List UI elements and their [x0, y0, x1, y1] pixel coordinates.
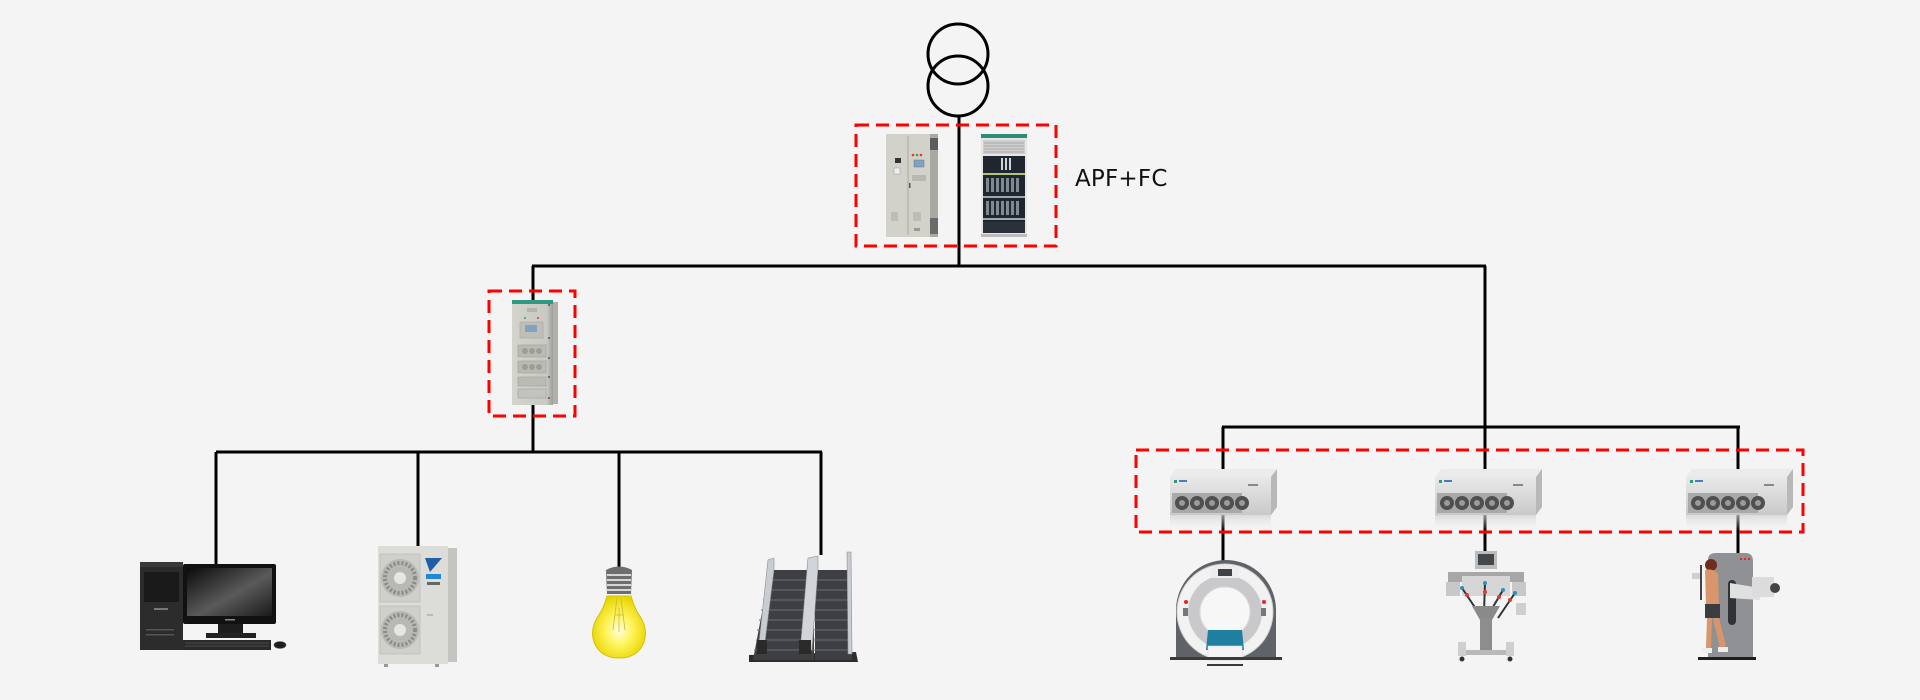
distribution-filter-cabinet-icon — [512, 300, 558, 405]
central-compensation-box — [854, 123, 1058, 248]
rack-apf-module-3-icon — [1686, 469, 1793, 531]
fc-cabinet-icon — [981, 134, 1027, 237]
ct-scanner-icon — [1170, 560, 1282, 666]
rack-apf-module-1-icon — [1170, 469, 1277, 531]
air-conditioner-icon — [378, 546, 457, 667]
left-compensation-box — [487, 289, 577, 418]
escalator-icon — [749, 551, 858, 662]
highlight-boxes — [487, 123, 1805, 534]
transformer-icon — [926, 22, 990, 118]
desktop-computer-icon — [140, 562, 287, 650]
surgical-robot-icon — [1446, 551, 1526, 662]
central-compensation-label: APF+FC — [1075, 166, 1168, 192]
light-bulb-icon — [592, 566, 646, 659]
rack-apf-module-2-icon — [1435, 469, 1542, 531]
rack-module-box — [1134, 448, 1805, 534]
apf-cabinet-icon — [886, 134, 938, 237]
xray-machine-icon — [1692, 553, 1780, 660]
